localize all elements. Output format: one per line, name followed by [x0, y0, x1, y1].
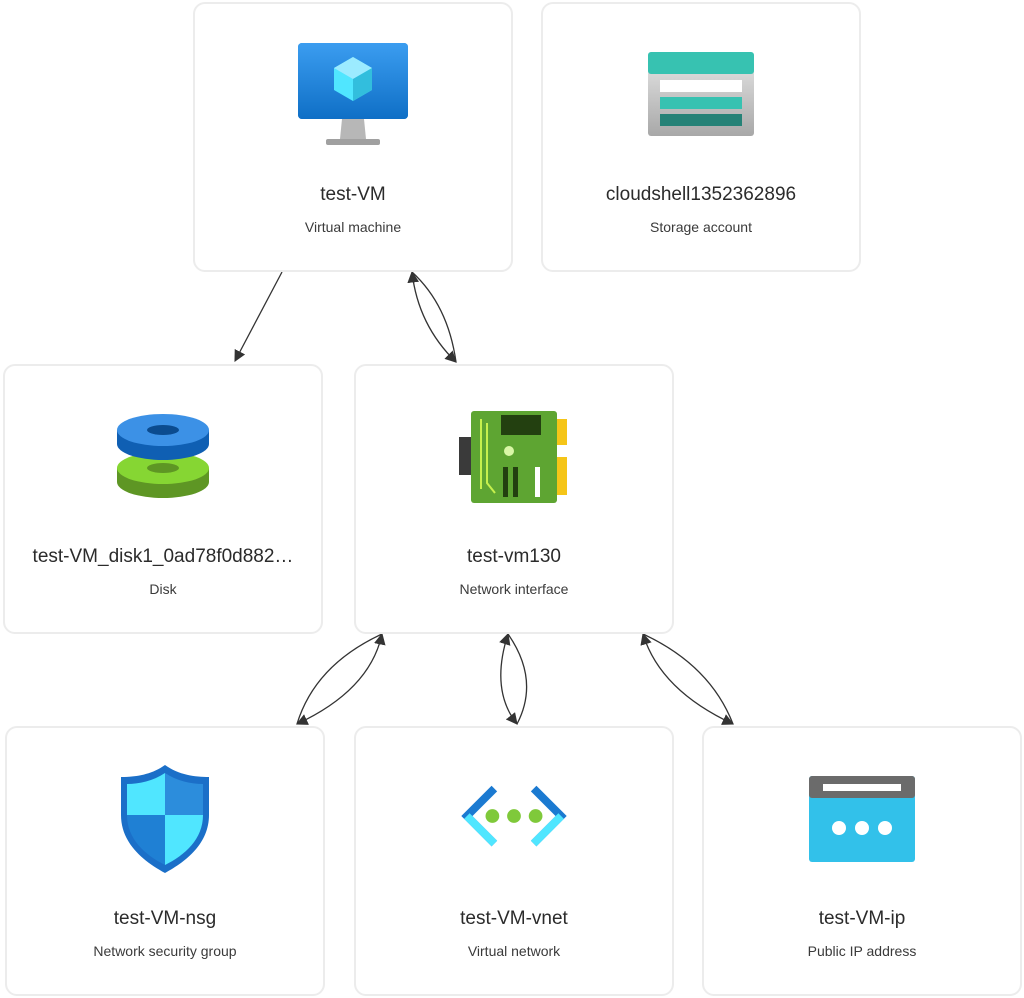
network-interface-icon: [459, 402, 569, 512]
node-storage-account[interactable]: cloudshell1352362896 Storage account: [541, 2, 861, 272]
edge-vm-nic-a: [407, 270, 457, 363]
node-name: cloudshell1352362896: [605, 184, 797, 205]
node-name: test-vm130: [467, 546, 561, 567]
public-ip-icon: [807, 764, 917, 874]
node-type: Virtual network: [467, 943, 561, 959]
node-type: Storage account: [650, 219, 752, 235]
node-name: test-VM-ip: [818, 908, 906, 929]
edge-nic-nsg-b: [296, 633, 383, 725]
node-type: Network security group: [93, 943, 237, 959]
edge-nic-nsg-a: [295, 632, 386, 725]
storage-account-icon: [646, 40, 756, 150]
node-network-security-group[interactable]: test-VM-nsg Network security group: [5, 726, 325, 996]
node-name: test-VM-nsg: [113, 908, 217, 929]
edge-vm-disk: [234, 271, 283, 363]
node-name: test-VM: [320, 184, 386, 205]
node-disk[interactable]: test-VM_disk1_0ad78f0d882… Disk: [3, 364, 323, 634]
virtual-network-icon: [459, 764, 569, 874]
edge-nic-ip-a: [640, 632, 735, 725]
node-virtual-machine[interactable]: test-VM Virtual machine: [193, 2, 513, 272]
node-network-interface[interactable]: test-vm130 Network interface: [354, 364, 674, 634]
node-name: test-VM_disk1_0ad78f0d882…: [32, 546, 294, 567]
edge-nic-vnet-b: [507, 633, 528, 725]
node-type: Virtual machine: [304, 219, 402, 235]
node-public-ip-address[interactable]: test-VM-ip Public IP address: [702, 726, 1022, 996]
edge-nic-vnet-a: [499, 632, 518, 725]
node-type: Public IP address: [807, 943, 917, 959]
edge-nic-ip-b: [642, 633, 734, 725]
node-name: test-VM-vnet: [460, 908, 568, 929]
node-type: Disk: [149, 581, 177, 597]
node-type: Network interface: [459, 581, 569, 597]
edge-vm-nic-b: [411, 271, 457, 363]
virtual-machine-icon: [298, 40, 408, 150]
node-virtual-network[interactable]: test-VM-vnet Virtual network: [354, 726, 674, 996]
shield-icon: [110, 764, 220, 874]
disk-icon: [108, 402, 218, 512]
